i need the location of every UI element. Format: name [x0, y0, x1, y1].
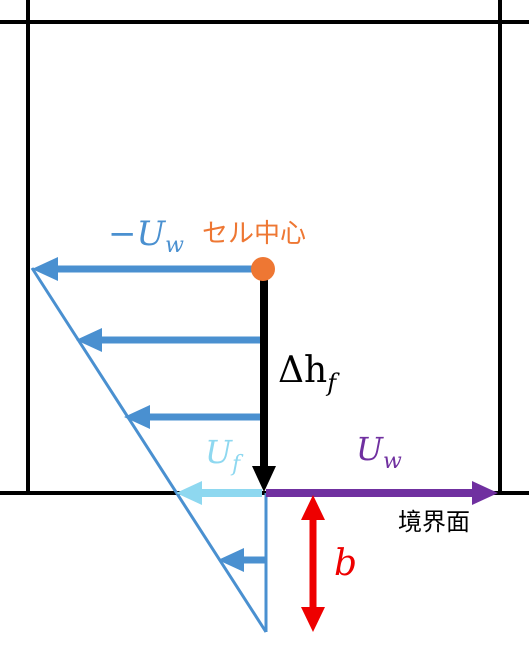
label-interface: 境界面 [398, 508, 470, 536]
label-uf: Uf [205, 433, 244, 477]
wall-velocity-arrow [266, 481, 498, 505]
velocity-arrow-top [32, 257, 260, 281]
label-uw: Uw [356, 430, 402, 474]
profile-slanted-edge [30, 267, 268, 633]
velocity-arrow-uf [176, 481, 262, 505]
label-cell-center: セル中心 [202, 219, 306, 249]
velocity-arrow-3 [124, 405, 260, 429]
label-neg-uw: −Uw [108, 214, 184, 258]
velocity-arrow-2 [76, 328, 260, 352]
label-b: b [334, 543, 357, 584]
cell-center-dot [251, 257, 275, 281]
distance-arrow-b [301, 495, 325, 632]
velocity-arrows [32, 257, 266, 572]
label-delta-hf: Δhf [278, 350, 340, 397]
distance-arrow-delta-hf [252, 272, 276, 492]
velocity-arrow-below [218, 548, 266, 572]
